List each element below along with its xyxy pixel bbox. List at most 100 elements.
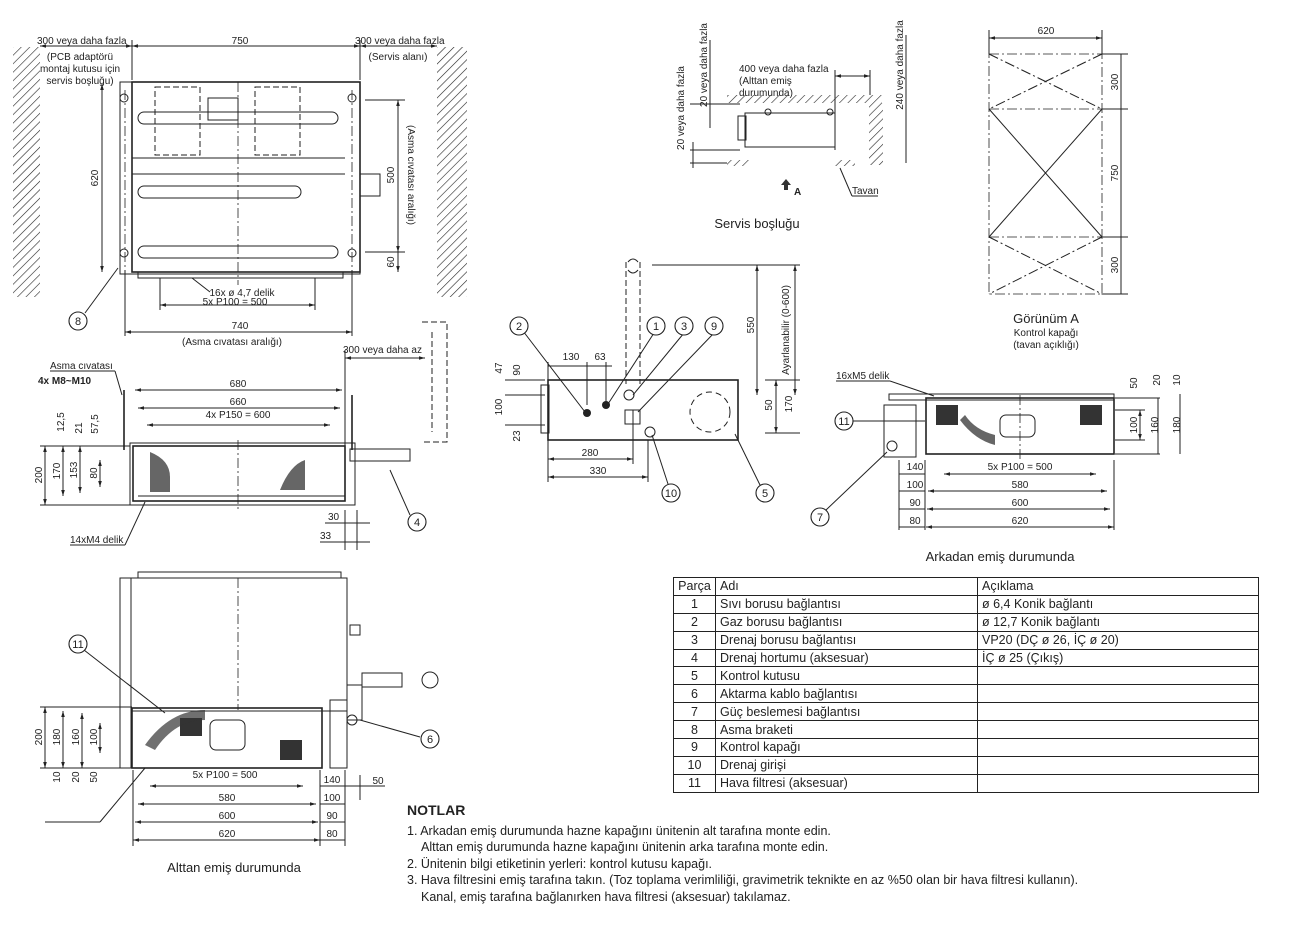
view-arrow-icon <box>781 179 791 190</box>
top-view: 300 veya daha fazla 750 300 veya daha fa… <box>13 36 467 348</box>
callout-2: 2 <box>509 316 529 336</box>
dim-100: 100 <box>494 398 505 415</box>
part-no: 6 <box>673 684 716 704</box>
rear-dim-20: 20 <box>1152 374 1163 386</box>
rear-pitch-label: 5x P100 = 500 <box>988 462 1053 473</box>
pitch-600: 4x P150 = 600 <box>206 410 271 421</box>
side-view: 550 Ayarlanabilir (0-600) 130 63 47 90 1… <box>494 258 800 503</box>
part-name: Güç beslemesi bağlantısı <box>715 702 978 722</box>
part-no: 11 <box>673 773 716 793</box>
bottom-dim-100-right: 100 <box>324 793 341 804</box>
part-name: Drenaj hortumu (aksesuar) <box>715 648 978 668</box>
holes-14xm4: 14xM4 delik <box>70 535 124 546</box>
part-name: Drenaj borusu bağlantısı <box>715 630 978 650</box>
bottom-dim-620: 620 <box>219 829 236 840</box>
bottom-dim-140: 140 <box>324 775 341 786</box>
dim-30: 30 <box>328 512 340 523</box>
dim-21: 21 <box>74 422 85 434</box>
rear-intake-caption: Arkadan emiş durumunda <box>926 549 1076 564</box>
svg-text:10: 10 <box>665 488 677 500</box>
callout-11-bottom: 11 <box>68 634 88 654</box>
dim-550: 550 <box>746 316 757 333</box>
rear-holes-label: 16xM5 delik <box>836 371 890 382</box>
part-name: Asma braketi <box>715 720 978 740</box>
dim-330: 330 <box>590 466 607 477</box>
callout-4: 4 <box>407 512 427 532</box>
rear-dim-90: 90 <box>909 498 921 509</box>
part-desc: VP20 (DÇ ø 26, İÇ ø 20) <box>977 630 1259 650</box>
part-name: Sıvı borusu bağlantısı <box>715 594 978 614</box>
adjustable-label: Ayarlanabilir (0-600) <box>781 285 792 375</box>
pitch-label: 5x P100 = 500 <box>203 297 268 308</box>
rear-dim-80: 80 <box>909 516 921 527</box>
part-no: 4 <box>673 648 716 668</box>
notes-section: NOTLAR 1. Arkadan emiş durumunda hazne k… <box>407 802 1081 905</box>
part-no: 1 <box>673 594 716 614</box>
bottom-dim-80: 80 <box>326 829 338 840</box>
callout-11-rear: 11 <box>834 411 854 431</box>
note-left-1: (PCB adaptörü <box>47 52 113 63</box>
svg-text:7: 7 <box>817 512 823 524</box>
dim-20-top: 20 veya daha fazla <box>699 23 710 107</box>
part-name: Kontrol kutusu <box>715 666 978 686</box>
svg-text:5: 5 <box>762 488 768 500</box>
view-a-sub2: (tavan açıklığı) <box>1013 340 1079 351</box>
svg-text:6: 6 <box>427 734 433 746</box>
header-part: Parça <box>673 577 716 596</box>
part-desc <box>977 773 1259 793</box>
dim-63: 63 <box>594 352 606 363</box>
dim-130: 130 <box>563 352 580 363</box>
svg-text:9: 9 <box>711 321 717 333</box>
wall-right <box>437 47 467 297</box>
dim-left-clearance: 300 veya daha fazla <box>37 36 127 47</box>
bottom-dim-600: 600 <box>219 811 236 822</box>
dim-80: 80 <box>89 467 100 479</box>
part-no: 10 <box>673 755 716 775</box>
part-no: 2 <box>673 612 716 632</box>
rear-dim-140: 140 <box>907 462 924 473</box>
note-left-3: servis boşluğu) <box>46 76 113 87</box>
svg-text:11: 11 <box>72 639 83 651</box>
dim-57-5: 57,5 <box>90 414 101 434</box>
dim-bolt-500: 500 <box>386 166 397 183</box>
part-name: Gaz borusu bağlantısı <box>715 612 978 632</box>
part-desc <box>977 755 1259 775</box>
front-view: 300 veya daha az Asma cıvatası 4x M8~M10… <box>34 321 448 550</box>
arrow-label: A <box>794 187 801 198</box>
callout-7: 7 <box>810 507 830 527</box>
dim-50: 50 <box>764 399 775 411</box>
dim-400: 400 veya daha fazla <box>739 64 829 75</box>
bottom-dim-200: 200 <box>34 728 45 745</box>
dim-47: 47 <box>494 362 505 374</box>
dim-660: 660 <box>230 397 247 408</box>
part-no: 9 <box>673 738 716 757</box>
part-name: Aktarma kablo bağlantısı <box>715 684 978 704</box>
bottom-dim-580: 580 <box>219 793 236 804</box>
view-a-dim-300-bottom: 300 <box>1110 256 1121 273</box>
svg-text:8: 8 <box>75 316 81 328</box>
bottom-dim-160: 160 <box>71 728 82 745</box>
note-bolt-pitch: (Asma cıvatası aralığı) <box>405 125 416 225</box>
rear-dim-180: 180 <box>1172 416 1183 433</box>
dim-240: 240 veya daha fazla <box>895 20 906 110</box>
bolt-label: Asma cıvatası <box>50 361 113 372</box>
bottom-dim-10: 10 <box>52 771 63 783</box>
rear-dim-100: 100 <box>1129 416 1140 433</box>
callout-10: 10 <box>661 483 681 503</box>
dim-drain-clearance: 300 veya daha az <box>343 345 422 356</box>
rear-dim-50: 50 <box>1129 377 1140 389</box>
note-right: (Servis alanı) <box>369 52 428 63</box>
callout-1: 1 <box>646 316 666 336</box>
rear-dim-10: 10 <box>1172 374 1183 386</box>
callout-6: 6 <box>420 729 440 749</box>
parts-table-header: Parça Adı Açıklama <box>673 577 1259 596</box>
svg-text:1: 1 <box>653 321 659 333</box>
ceiling-label: Tavan <box>852 186 879 197</box>
dim-280: 280 <box>582 448 599 459</box>
